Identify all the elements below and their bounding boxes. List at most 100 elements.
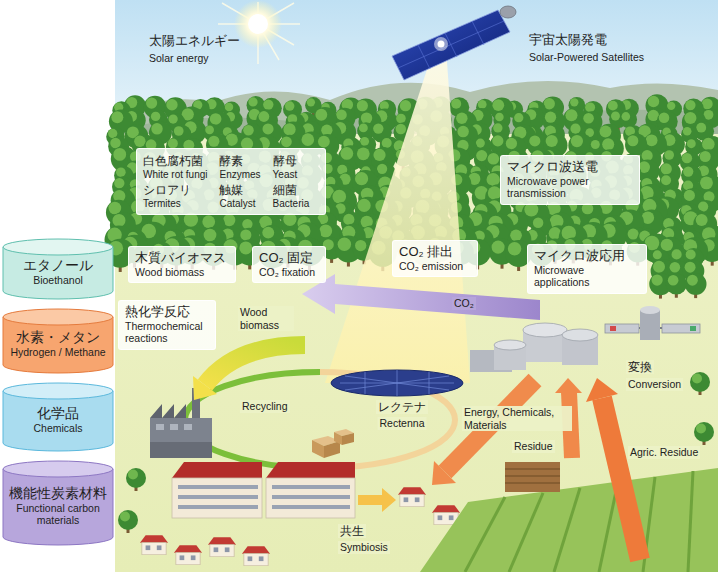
factory [184,424,192,430]
japanese-text: 機能性炭素材料 [9,485,107,502]
english-text: Microwave applications [534,264,640,289]
english-text: Yeast [273,169,310,181]
conversion-plant [562,329,598,341]
tree [495,113,504,122]
scene-label: CO₂ [452,297,476,310]
scene-label: Solar-Powered Satellites [527,51,646,64]
conversion-arrow [586,378,640,560]
tree [457,126,468,137]
english-text: Microwave power transmission [507,175,633,200]
tree [510,229,522,241]
scene-label: Residue [512,440,555,453]
english-text: Catalyst [219,198,260,210]
symbiosis-arrow [358,488,396,512]
tree [690,372,710,395]
scene-label: 宇宙太陽発電 [527,32,609,48]
town-buildings [272,495,350,499]
cylinder-top [3,383,113,399]
symbiosis-arrow [358,488,396,512]
japanese-text: 水素・メタン [16,329,100,346]
tree [659,113,670,124]
tree [683,127,692,136]
tree [146,97,157,108]
solar-satellite [500,6,516,18]
tree [456,112,467,123]
scene-label: レクテナ [376,400,428,414]
farm-fields [688,471,693,572]
tree [622,112,631,121]
wood-stack [505,462,560,492]
tree [205,125,214,134]
tree [248,97,257,106]
tree [565,109,577,121]
town-buildings [272,505,350,509]
tree [529,135,540,146]
town-buildings [178,485,350,509]
tree [318,136,330,148]
factory [156,424,164,430]
houses [242,546,270,566]
tree [545,112,556,123]
tree [684,112,696,124]
tree [694,422,714,442]
microwave-device [605,306,700,340]
japanese-text: 酵素 [219,155,260,169]
japanese-text: 白色腐朽菌 [143,155,207,169]
tree [151,112,160,121]
tree [451,99,461,109]
tree [126,468,146,488]
tree [112,214,125,227]
product-cylinder: エタノールBioethanol [2,238,114,300]
tree [357,147,370,160]
cylinder-body [3,391,113,451]
japanese-text: 細菌 [273,184,310,198]
tree [110,138,120,148]
cardboard-boxes [312,440,324,458]
tree [585,102,595,112]
tree [358,199,371,212]
tree [696,123,706,133]
farm-fields [465,497,505,572]
sun [248,14,268,34]
microwave-device [662,324,700,333]
japanese-text: CO₂ 固定 [259,250,319,266]
farm-fields [420,468,718,572]
factory [150,404,186,418]
tree [571,135,583,147]
farm-fields [420,468,718,572]
wood-biomass-arrow [193,345,305,400]
cardboard-boxes [312,429,354,458]
conversion-arrow [602,398,640,560]
farm-fields [509,493,543,572]
scene-label: Agric. Residue [628,446,700,459]
tree [661,163,672,174]
tree [355,240,366,251]
houses [140,487,460,566]
tree [702,138,715,151]
town-buildings [172,462,355,518]
tree [243,125,254,136]
tree [685,273,707,298]
tree [682,153,692,163]
tree [687,139,696,148]
wood-stack [505,468,560,469]
factory [150,388,212,458]
solar-satellite [418,45,430,69]
tree [685,262,696,273]
wood-stack [505,462,560,492]
info-box: マイクロ波送電Microwave power transmission [500,155,640,205]
info-box: CO₂ 排出CO₂ emission [392,240,478,277]
town-buildings [178,485,258,489]
rectenna [331,370,463,396]
organism-box: 白色腐朽菌White rot fungi酵素Enzymes酵母Yeastシロアリ… [136,148,326,215]
scene-label: Recycling [240,400,290,413]
japanese-text: シロアリ [143,184,207,198]
tree [686,249,696,259]
scene-label: Symbiosis [338,541,390,554]
conversion-arrow [586,378,618,402]
town-buildings [266,478,355,518]
tree [700,151,711,162]
tree [204,229,217,242]
tree [120,512,130,522]
